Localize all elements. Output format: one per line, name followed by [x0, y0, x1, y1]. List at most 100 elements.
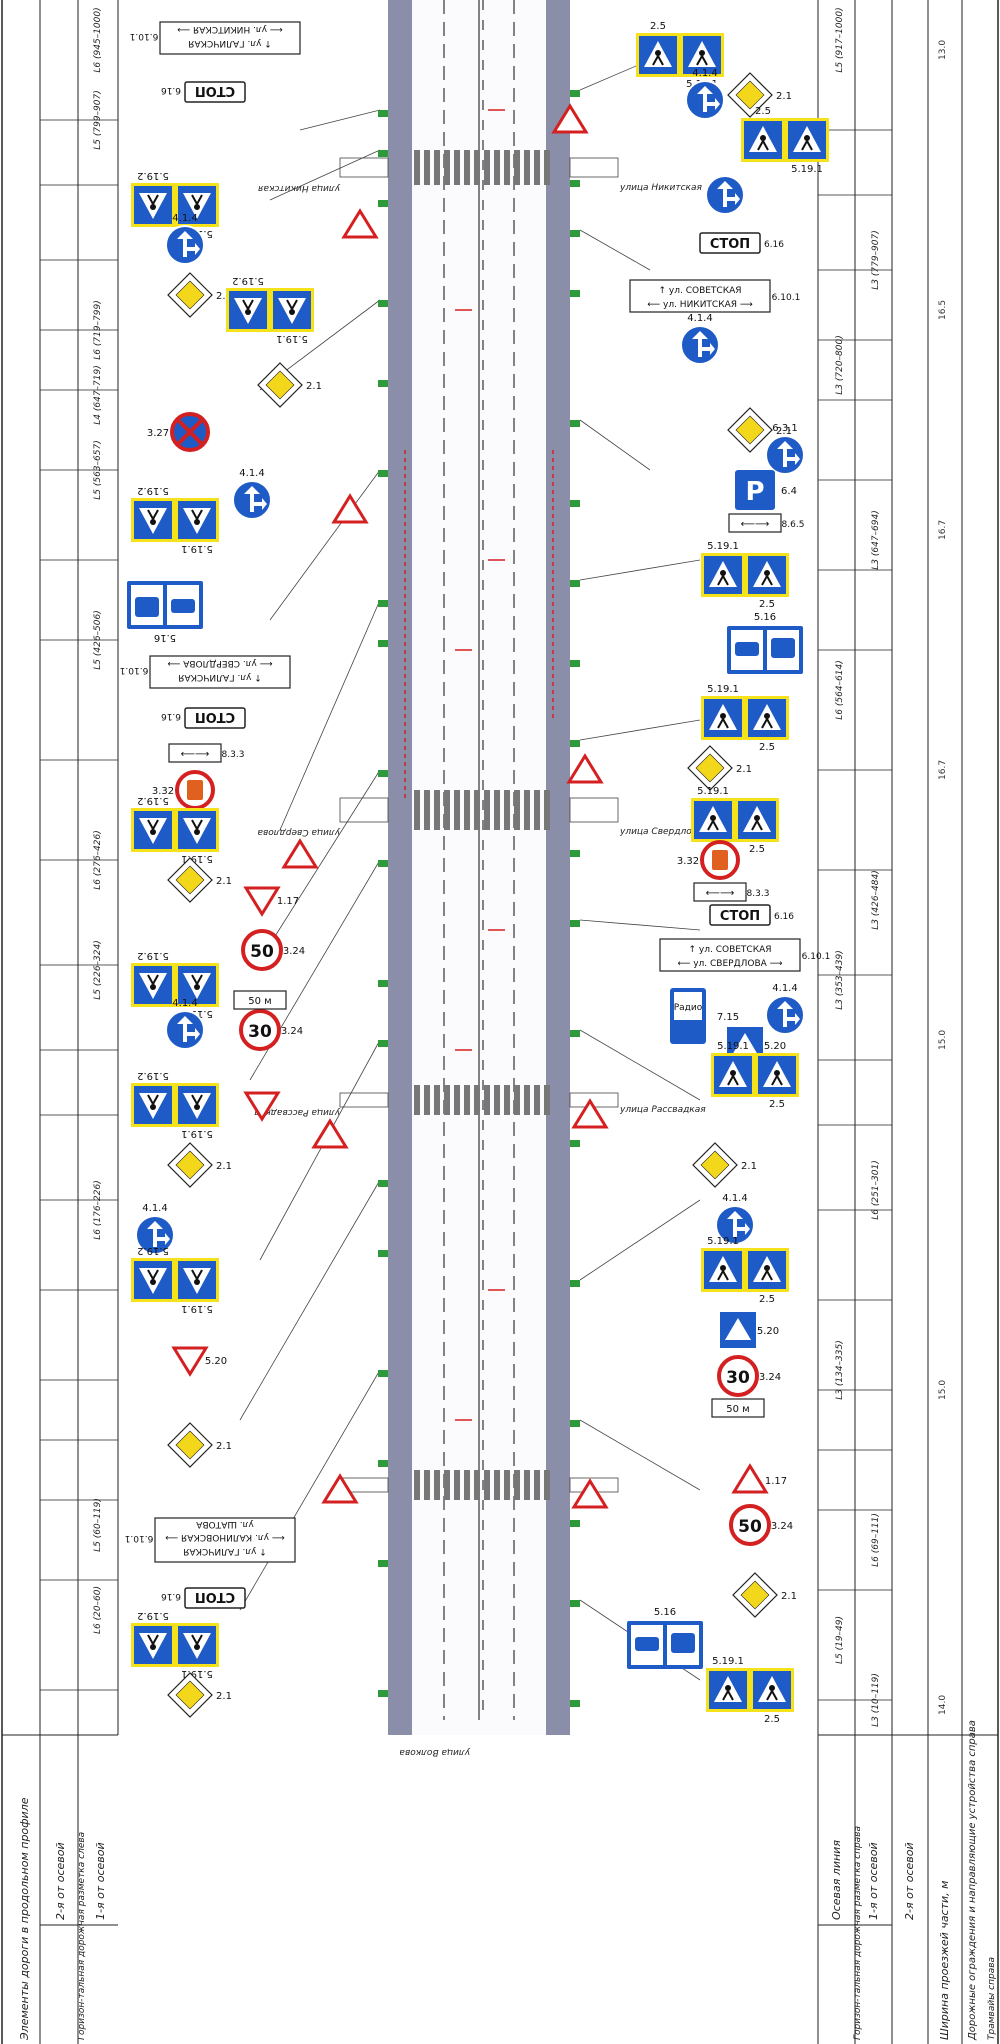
hump-triangle — [732, 1033, 758, 1055]
warning-sign — [551, 103, 589, 134]
crosswalk-sign-pair: 5.19.12.5 — [711, 1041, 799, 1110]
warning-sign — [281, 838, 319, 869]
pedestrian-legs-icon — [717, 575, 729, 586]
leader-right-3 — [579, 559, 701, 581]
pedestrian-icon — [245, 309, 251, 315]
leader-right-5 — [579, 919, 701, 931]
zebra-stripe — [514, 790, 520, 830]
warning-triangle — [566, 753, 604, 784]
no-dangerous-sign: 3.32 — [677, 840, 740, 880]
board-line1: ↑ ул. ГАЛИЧСКАЯ — [183, 1546, 267, 1556]
arrow-up-icon — [177, 1016, 193, 1042]
direction-board: ↑ ул. ГАЛИЧСКАЯ⟵ ул. КАЛИНОВСКАЯ ⟶ул. ША… — [125, 1517, 296, 1563]
leader-left-5 — [259, 769, 381, 961]
zebra-stripe — [544, 790, 550, 830]
pedestrian-legs-icon — [761, 575, 773, 586]
main-road-code: 2.1 — [306, 381, 322, 392]
main-road-sign: 2.1 — [167, 272, 232, 318]
width-label: Ширина проезжей части, м — [938, 1881, 951, 2040]
crosswalk-sign-pair: 5.19.12.5 — [701, 1236, 789, 1305]
zebra-stripe — [454, 1470, 460, 1500]
street-label-5: улица Рассвадкая — [254, 1107, 341, 1117]
crosswalk-code: 5.19.1 — [181, 1128, 213, 1139]
direction-code: 4.1.4 — [239, 468, 264, 479]
speed-value: 30 — [726, 1368, 750, 1388]
pedestrian-icon — [150, 829, 156, 835]
direction-board-frame — [149, 655, 291, 689]
stop-text: СТОП — [710, 237, 750, 252]
direction-board-frame — [154, 1517, 296, 1563]
post-right-5 — [570, 500, 580, 507]
bus-icon — [171, 599, 195, 613]
leader-right-1 — [579, 229, 651, 271]
zebra-stripe — [434, 150, 440, 185]
warning-sign: 1.17 — [731, 1463, 787, 1494]
post-right-8 — [570, 740, 580, 747]
sign-posts — [378, 90, 580, 1707]
stop-plate-frame — [184, 81, 246, 103]
street-label-bottom: улица Волкова — [399, 1747, 471, 1757]
segment-right-label: L5 (917–1000) — [835, 7, 845, 72]
street-label-3: улица Свердлова — [257, 827, 341, 837]
crosswalk-code: 2.5 — [764, 1714, 780, 1725]
main-road-sign: 2.1 — [687, 745, 752, 791]
info-plate-code: 8.3.3 — [222, 750, 245, 760]
pedestrian-icon — [289, 309, 295, 315]
warning-sign — [571, 1478, 609, 1509]
pedestrian-legs-icon — [717, 1270, 729, 1281]
zebra-stripe — [424, 150, 430, 185]
zebra-stripe — [444, 1085, 450, 1115]
arrow-up-icon — [777, 441, 793, 467]
leader-left-8 — [239, 1179, 381, 1421]
crosswalk-sign-pair: 5.19.12.5 — [701, 684, 789, 753]
main-road-code: 2.1 — [776, 426, 792, 437]
direction-board-frame — [159, 21, 301, 55]
pedestrian-icon — [150, 1644, 156, 1650]
no-dangerous-code: 3.32 — [677, 856, 699, 867]
crosswalk-sign-pair: 5.19.15.19.2 — [131, 485, 219, 554]
arrow-right-icon — [187, 243, 200, 255]
speed-value: 50 — [250, 942, 274, 962]
crosswalk-sign-pair: 5.19.15.19.2 — [131, 950, 219, 1019]
pedestrian-legs-icon — [771, 1075, 783, 1086]
speed-code: 3.24 — [283, 946, 305, 957]
right-row-axis: Осевая линия — [830, 1840, 843, 1920]
direction-code: 4.1.4 — [692, 68, 717, 79]
zebra-stripe — [484, 1085, 490, 1115]
arrow-right-icon — [157, 1233, 170, 1245]
board-code: 6.10.1 — [120, 665, 149, 675]
zebra-stripe — [414, 1470, 420, 1500]
pedestrian-legs-icon — [761, 1270, 773, 1281]
direction-code: 4.1.4 — [172, 998, 197, 1009]
speed-code: 3.24 — [281, 1026, 303, 1037]
crosswalk-code: 5.19.2 — [137, 170, 169, 181]
width-value: 16.7 — [938, 520, 948, 540]
main-road-sign: 2.1 — [692, 1142, 757, 1188]
pedestrian-legs-icon — [761, 718, 773, 729]
segment-ticks — [40, 119, 892, 1701]
warning-sign — [566, 753, 604, 784]
no-stopping-cross — [176, 418, 204, 446]
leader-left-9 — [239, 1369, 381, 1611]
stop-code: 6.16 — [161, 1591, 181, 1601]
truck-icon — [712, 850, 728, 870]
zebra-stripe — [524, 1085, 530, 1115]
pedestrian-legs-icon — [696, 55, 708, 66]
zebra-stripe — [424, 1085, 430, 1115]
arrow-right-icon — [707, 98, 720, 110]
info-plate: ⟵⟶8.3.3 — [693, 882, 769, 902]
leader-right-2 — [579, 419, 651, 471]
direction-code: 4.1.4 — [772, 983, 797, 994]
right-curb — [546, 0, 570, 1735]
post-right-15 — [570, 1520, 580, 1527]
zebra-stripe — [484, 1470, 490, 1500]
crosswalk-code: 5.19.2 — [137, 1610, 169, 1621]
segment-labels: L6 (945–1000)L5 (799–907)L6 (719–799)L4 … — [93, 7, 881, 1726]
post-left-13 — [378, 1250, 388, 1257]
zebra-stripe — [414, 1085, 420, 1115]
segment-right-label: L3 (10–119) — [871, 1673, 881, 1727]
stop-plate-frame — [699, 232, 761, 254]
board-code: 6.10.1 — [125, 1533, 154, 1543]
crosswalk-code: 5.19.2 — [137, 485, 169, 496]
